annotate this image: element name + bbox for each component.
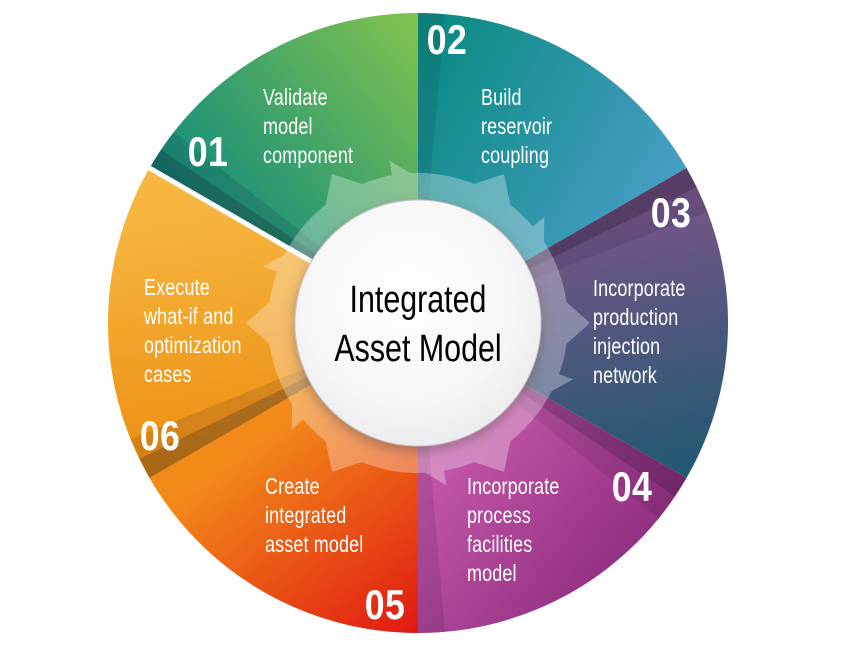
step-03-label-line: production [593,304,679,330]
step-05-label: Create integrated asset model [265,472,363,559]
center-circle [294,199,542,447]
step-04-label-line: model [467,560,517,586]
sector-03-incorporate-production-injection-network [418,168,729,478]
step-04-label-line: process [467,502,531,528]
step-06-label-line: optimization [144,332,242,358]
step-02-label-line: reservoir [481,113,553,139]
step-01-label: Validate model component [263,83,353,170]
step-02-label: Build reservoir coupling [481,83,552,170]
step-01-label-line: Validate [263,84,328,110]
step-03-number: 03 [650,189,692,236]
step-02-number: 02 [426,16,468,63]
step-01-label-line: model [263,113,313,139]
sector-06-execute-what-if-cases [107,168,418,478]
step-03-label: Incorporate production injection network [593,274,685,390]
step-03-label-line: Incorporate [593,275,686,301]
step-04-number: 04 [611,463,653,510]
center-title-line1: Integrated [349,279,487,321]
step-05-label-line: Create [265,473,320,499]
step-05-number: 05 [364,581,406,628]
step-05-label-line: asset model [265,531,364,557]
step-02-label-line: Build [481,84,522,110]
step-06-label-line: cases [144,361,192,387]
step-06-label-line: what-if and [144,303,234,329]
step-04-label-line: facilities [467,531,533,557]
step-06-number: 06 [139,412,181,459]
step-03-label-line: network [593,362,657,388]
step-01-label-line: component [263,142,354,168]
step-05-label-line: integrated [265,502,347,528]
center-title: Integrated Asset Model [334,276,501,374]
step-01-number: 01 [187,128,229,175]
center-title-line2: Asset Model [334,328,502,370]
step-02-label-line: coupling [481,142,550,168]
step-06-label: Execute what-if and optimization cases [144,273,242,389]
step-04-label-line: Incorporate [467,473,560,499]
step-06-label-line: Execute [144,274,210,300]
step-03-label-line: injection [593,333,661,359]
step-04-label: Incorporate process facilities model [467,472,559,588]
